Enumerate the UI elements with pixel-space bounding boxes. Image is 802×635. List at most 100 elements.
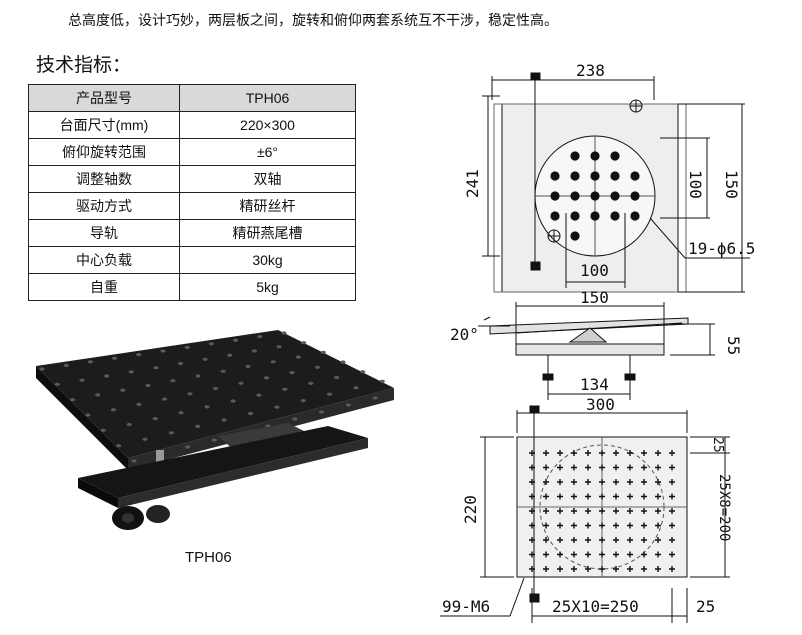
plate-hole: [655, 493, 661, 500]
photo-hole: [345, 403, 351, 407]
dim-plate-grid-v: 25X8=200: [716, 474, 732, 541]
photo-hole: [282, 387, 288, 391]
mount-hole: [630, 171, 640, 181]
plate-hole: [613, 479, 619, 485]
plate-hole: [641, 508, 647, 514]
mount-hole: [590, 191, 600, 201]
plate-hole: [669, 522, 675, 529]
plate-hole: [529, 522, 535, 529]
plate-hole: [571, 566, 577, 572]
plate-hole: [627, 450, 633, 456]
plate-hole: [627, 551, 633, 558]
photo-hole: [247, 411, 254, 416]
spec-value: 双轴: [179, 165, 356, 193]
table-row: 调整轴数双轴: [28, 165, 356, 193]
photo-hole: [276, 345, 282, 349]
plate-hole: [599, 508, 605, 514]
photo-hole: [301, 341, 307, 345]
spec-label: 台面尺寸(mm): [28, 111, 180, 139]
photo-hole: [104, 374, 110, 378]
plate-hole: [585, 464, 591, 471]
spec-label: 导轨: [28, 219, 180, 247]
plate-hole: [627, 493, 633, 500]
photo-hole: [379, 379, 385, 383]
plate-hole: [599, 479, 605, 485]
photo-hole: [177, 361, 184, 366]
plate-hole: [585, 522, 591, 529]
plate-hole: [655, 479, 661, 485]
spec-header-label: 产品型号: [28, 84, 180, 112]
plate-hole: [529, 464, 535, 471]
plate-hole: [543, 508, 549, 514]
photo-hole: [230, 399, 236, 403]
photo-hole: [145, 383, 151, 388]
plate-hole: [641, 566, 647, 572]
plate-hole: [529, 493, 535, 500]
plate-hole: [613, 493, 619, 500]
plate-hole: [655, 450, 661, 456]
photo-hole: [160, 349, 166, 353]
plate-hole: [641, 493, 647, 500]
photo-hole: [292, 417, 298, 421]
plate-hole: [557, 537, 563, 543]
spec-value: 30kg: [179, 246, 356, 274]
plate-hole: [655, 522, 661, 529]
photo-hole: [120, 388, 126, 392]
plate-hole: [641, 450, 647, 456]
photo-hole: [187, 392, 193, 396]
plate-hole: [585, 479, 591, 485]
photo-hole: [100, 428, 106, 432]
photo-hole: [353, 386, 359, 390]
plate-hole: [599, 493, 605, 500]
dim-side-bottom: 134: [580, 375, 609, 394]
photo-hole: [281, 331, 287, 335]
plate-hole: [669, 479, 675, 485]
mount-hole: [590, 211, 600, 221]
table-row: 驱动方式精研丝杆: [28, 192, 356, 220]
plate-hole: [543, 537, 549, 543]
photo-hole: [85, 413, 91, 417]
plate-hole: [557, 493, 563, 500]
dim-side-width: 150: [580, 288, 609, 307]
plate-hole: [655, 566, 661, 572]
plate-hole: [571, 464, 577, 471]
photo-hole: [263, 376, 270, 380]
photo-hole: [327, 392, 333, 396]
mount-hole: [550, 171, 560, 181]
photo-hole: [161, 397, 168, 401]
photo-hole: [274, 405, 280, 409]
dim-tilt-angle: 20°: [450, 325, 479, 344]
spec-value: 5kg: [179, 273, 356, 301]
table-row: 台面尺寸(mm)220×300: [28, 111, 356, 139]
plate-hole: [613, 522, 619, 529]
spec-value: ±6°: [179, 138, 356, 166]
plate-hole: [655, 508, 661, 514]
plate-hole: [641, 464, 647, 471]
section-title: 技术指标：: [36, 54, 132, 76]
plate-hole: [669, 551, 675, 558]
spec-value: 精研丝杆: [179, 192, 356, 220]
mount-hole: [590, 151, 600, 161]
photo-hole: [212, 386, 219, 391]
dim-inner-100-h: 100: [580, 261, 609, 280]
plate-hole: [599, 450, 605, 456]
plate-hole: [585, 508, 591, 514]
mount-hole: [550, 191, 560, 201]
plate-hole: [557, 522, 563, 529]
plate-hole: [641, 522, 647, 529]
plate-hole: [529, 450, 535, 456]
plate-hole: [529, 508, 535, 514]
plate-hole: [641, 479, 647, 485]
plate-hole: [599, 464, 605, 471]
plate-hole: [557, 479, 563, 485]
plate-hole: [669, 493, 675, 500]
plate-hole: [543, 493, 549, 500]
dim-top-width: 238: [576, 61, 605, 80]
dim-top-height: 241: [463, 169, 482, 198]
plate-hole: [585, 450, 591, 456]
photo-hole: [372, 396, 378, 400]
photo-hole: [63, 363, 69, 367]
plate-hole: [543, 450, 549, 456]
plate-hole: [669, 566, 675, 572]
